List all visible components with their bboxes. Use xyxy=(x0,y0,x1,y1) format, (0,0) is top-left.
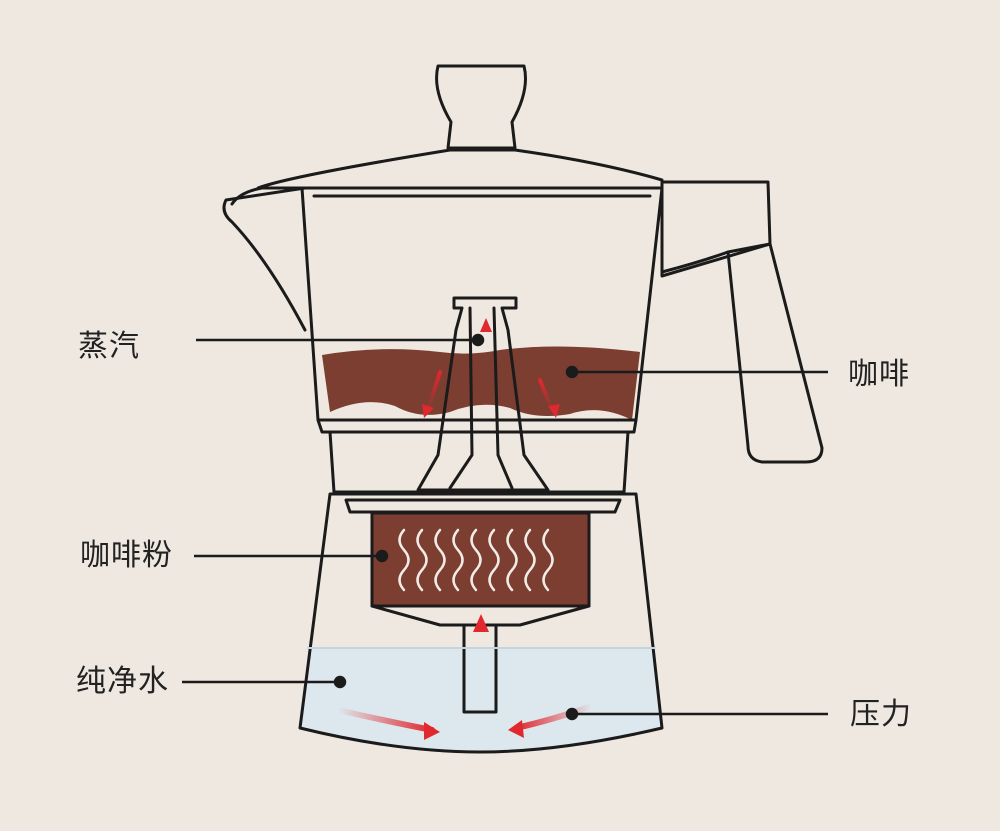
lid xyxy=(256,148,664,190)
grounds-basket xyxy=(370,511,591,608)
label-pressure: 压力 xyxy=(850,697,912,732)
central-tube xyxy=(416,296,550,492)
coffee-fill xyxy=(322,346,640,420)
pressure-arrows xyxy=(335,318,595,740)
lid-knob xyxy=(435,64,527,150)
water-fill xyxy=(300,648,662,752)
label-coffee-grounds: 咖啡粉 xyxy=(80,538,173,573)
leader-lines xyxy=(182,333,828,721)
collar xyxy=(316,418,638,434)
funnel-stem xyxy=(462,623,498,714)
lower-chamber xyxy=(298,492,664,754)
label-coffee: 咖啡 xyxy=(848,357,910,392)
label-steam: 蒸汽 xyxy=(78,329,140,364)
handle xyxy=(660,180,772,278)
spout xyxy=(222,186,307,332)
steam-swirls xyxy=(398,528,554,592)
label-purified-water: 纯净水 xyxy=(76,664,169,699)
